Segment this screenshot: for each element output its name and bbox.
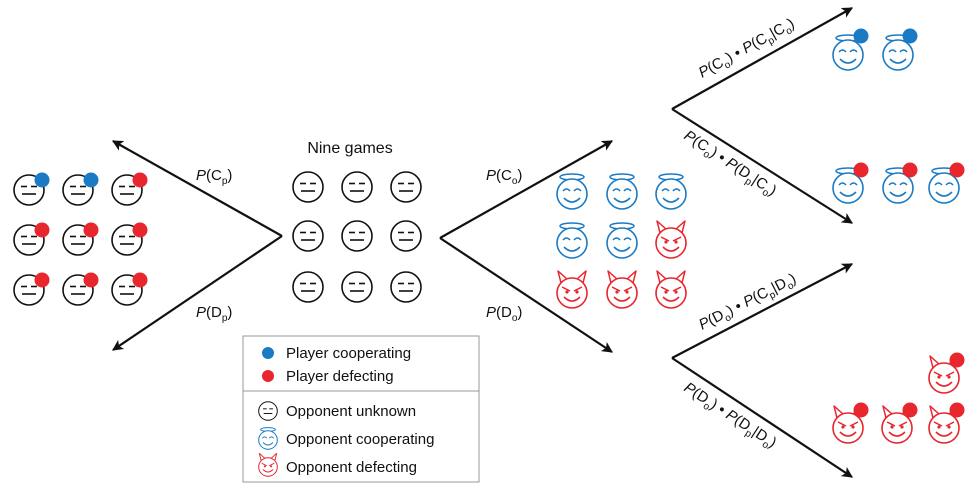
legend-unknown-icon <box>258 401 278 421</box>
arrow-dc <box>671 263 853 359</box>
legend-opponent-unknown: Opponent unknown <box>286 403 416 420</box>
player-defecting-dot <box>34 272 50 288</box>
unknown-opponent-icon <box>390 171 422 203</box>
devil-icon <box>655 220 687 259</box>
player-defecting-dot <box>132 172 148 188</box>
label-opponent-defect: P(Do) <box>486 304 522 324</box>
opponent-outcome-grid <box>556 173 687 309</box>
legend-opponent-defecting: Opponent defecting <box>286 459 417 476</box>
unknown-opponent-icon <box>292 171 324 203</box>
label-player-defect: P(Dp) <box>196 304 232 324</box>
player-defecting-dot <box>949 162 965 178</box>
player-defecting-dot <box>902 402 918 418</box>
devil-icon <box>655 270 687 309</box>
player-cooperating-dot <box>902 28 918 44</box>
player-defecting-dot <box>902 162 918 178</box>
unknown-opponent-icon <box>341 271 373 303</box>
label-cc: P(Co) • P(Cp|Co) <box>696 15 799 84</box>
unknown-opponent-icon <box>390 220 422 252</box>
player-defecting-dot <box>132 272 148 288</box>
player-defecting-dot <box>34 222 50 238</box>
player-defecting-dot <box>132 222 148 238</box>
arrow-player-cooperate <box>112 140 283 237</box>
label-dd: P(Do) • P(Dp|Do) <box>679 379 779 454</box>
devil-icon <box>606 270 638 309</box>
legend-player-cooperating: Player cooperating <box>286 345 411 362</box>
arrow-cc <box>671 7 853 110</box>
devil-icon <box>556 270 588 309</box>
player-defecting-dot <box>853 402 869 418</box>
nine-games-title: Nine games <box>307 140 392 157</box>
label-dc: P(Do) • P(Cp|Do) <box>696 270 800 336</box>
cd-outcome-group <box>832 162 965 204</box>
angel-icon <box>556 173 588 210</box>
unknown-opponent-icon <box>292 220 324 252</box>
angel-icon <box>655 173 687 210</box>
legend-player-defecting: Player defecting <box>286 368 394 385</box>
legend: Player cooperating Player defecting Oppo… <box>242 335 480 483</box>
dc-outcome-group <box>928 352 965 394</box>
legend-opponent-cooperating: Opponent cooperating <box>286 431 434 448</box>
nine-games-grid <box>292 171 422 303</box>
unknown-opponent-icon <box>292 271 324 303</box>
label-player-cooperate: P(Cp) <box>196 167 232 187</box>
arrow-player-defect <box>112 235 283 351</box>
unknown-opponent-icon <box>341 171 373 203</box>
unknown-opponent-icon <box>390 271 422 303</box>
legend-cooperate-dot-icon <box>262 347 274 359</box>
player-cooperating-dot <box>853 28 869 44</box>
angel-icon <box>606 222 638 259</box>
legend-angel-icon <box>258 427 278 450</box>
label-cd: P(Co) • P(Dp|Co) <box>679 127 779 202</box>
arrow-cd <box>671 108 853 224</box>
legend-defect-dot-icon <box>262 370 274 382</box>
unknown-opponent-icon <box>341 220 373 252</box>
player-outcome-grid <box>13 172 148 306</box>
angel-icon <box>556 222 588 259</box>
player-defecting-dot <box>949 352 965 368</box>
player-cooperating-dot <box>83 172 99 188</box>
player-defecting-dot <box>949 402 965 418</box>
angel-icon <box>606 173 638 210</box>
arrow-dd <box>671 357 853 478</box>
player-defecting-dot <box>83 222 99 238</box>
arrow-opponent-cooperate <box>439 140 613 239</box>
player-defecting-dot <box>83 272 99 288</box>
cc-outcome-group <box>832 28 918 71</box>
player-cooperating-dot <box>34 172 50 188</box>
label-opponent-cooperate: P(Co) <box>486 167 522 187</box>
player-defecting-dot <box>853 162 869 178</box>
dd-outcome-group <box>832 402 965 444</box>
arrow-opponent-defect <box>439 237 613 353</box>
